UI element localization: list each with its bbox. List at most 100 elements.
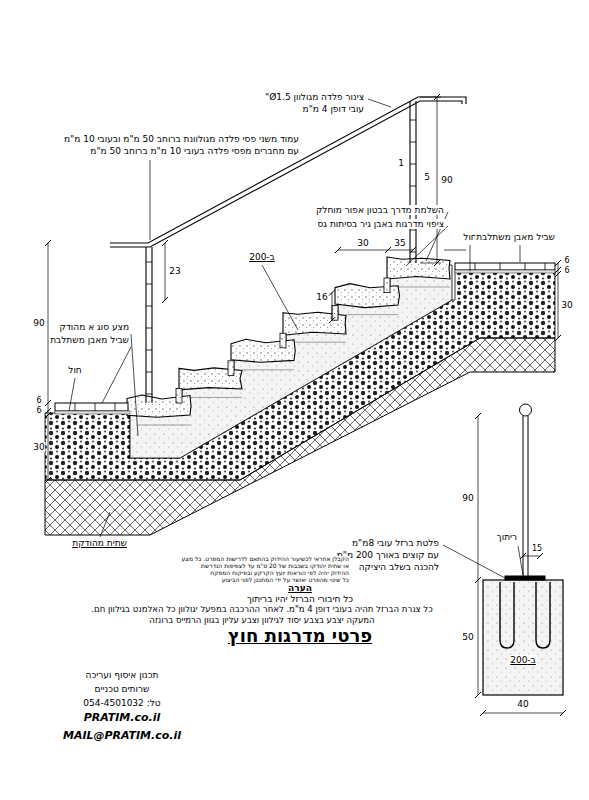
stone-cladding-part bbox=[332, 306, 338, 321]
stair-concrete-part bbox=[130, 265, 452, 458]
footing-part bbox=[520, 404, 532, 416]
post-connectors-part bbox=[146, 372, 152, 373]
dimension-lines-part bbox=[332, 293, 333, 321]
dimension-lines-part bbox=[483, 713, 563, 714]
dimension-label: 23 bbox=[168, 266, 181, 276]
post-connectors-part bbox=[410, 186, 416, 187]
callout-label: עמוד משני פסי פלדה מגולוונת ברוחב 50 מ"מ… bbox=[63, 134, 300, 144]
dimension-lines-part bbox=[478, 416, 479, 580]
dimension-lines-part bbox=[475, 413, 481, 419]
dimension-lines-part bbox=[48, 415, 49, 480]
dimension-lines-part bbox=[162, 297, 168, 303]
stone-cladding-part bbox=[387, 257, 450, 279]
leader-lines-part bbox=[443, 545, 505, 578]
dimension-lines-part bbox=[555, 335, 561, 341]
dimension-lines-part bbox=[537, 553, 543, 559]
callout-label: צינור פלדה מגולוון Ø1.5" bbox=[264, 92, 365, 102]
post-connectors-part bbox=[410, 120, 416, 121]
dimension-lines-part bbox=[45, 400, 51, 406]
compacted-subgrade-part bbox=[45, 338, 555, 535]
leader-lines-part bbox=[406, 226, 448, 266]
callout-label: שרותים טכניים bbox=[94, 684, 151, 694]
callout-label: עם מחברים מפסי פלדה בעובי 10 מ"מ ברוחב 5… bbox=[89, 146, 300, 156]
dimension-lines-part bbox=[165, 243, 166, 300]
post-connectors-part bbox=[146, 350, 152, 351]
callout-label: עובי דופן 4 מ"מ bbox=[302, 104, 365, 114]
callout-label: הערה bbox=[287, 583, 313, 593]
leader-lines-part bbox=[470, 245, 471, 271]
stair-concrete-part bbox=[242, 369, 294, 370]
compacted-subgrade bbox=[45, 338, 555, 535]
dimension-label: 90 bbox=[440, 175, 453, 185]
dimension-label: 35 bbox=[393, 238, 406, 248]
railing-part bbox=[110, 101, 462, 247]
dimension-label: 5 bbox=[423, 172, 431, 182]
post-connectors-part bbox=[146, 328, 152, 329]
callout-label: שתית מהודקת bbox=[71, 538, 128, 548]
leader-lines-part bbox=[420, 97, 466, 263]
callout-label: השלמת מדרך בבטון אפור מוחלק bbox=[315, 205, 445, 215]
stone-cladding-part bbox=[280, 333, 286, 348]
post-connectors-part bbox=[410, 142, 416, 143]
callout-label: ההידוק יהיה לפי הוראות יועץ הקרקע ובפיקו… bbox=[209, 570, 350, 577]
dimension-label: 30 bbox=[560, 300, 573, 310]
railing-part bbox=[146, 247, 152, 403]
paving-stones-part bbox=[55, 411, 130, 414]
callout-label: או שתית יהודקו בשכבות של 20 ס"מ עד לצפיפ… bbox=[200, 563, 350, 570]
dimension-label: 90 bbox=[461, 493, 474, 503]
stone-cladding-part bbox=[176, 388, 182, 403]
footing-part bbox=[505, 576, 545, 580]
stair-concrete-part bbox=[138, 425, 190, 426]
dimension-lines-part bbox=[555, 271, 561, 277]
stone-cladding-part bbox=[228, 361, 234, 376]
dimension-label: 30 bbox=[356, 238, 369, 248]
paving-stones-part bbox=[55, 403, 128, 411]
drawing-title: פרטי מדרגות חוץ bbox=[227, 626, 373, 647]
paving-stones-part bbox=[75, 403, 115, 411]
dimension-lines-part bbox=[45, 477, 51, 483]
dimension-lines-part bbox=[475, 577, 481, 583]
stair-concrete-part bbox=[398, 287, 450, 288]
post-connectors-part bbox=[146, 262, 152, 263]
dimension-lines-part bbox=[45, 412, 51, 418]
callout-label: המעקה יצבע בצבע יסוד לגילוון וצבע עליון … bbox=[148, 616, 375, 626]
dimension-label: 15 bbox=[531, 544, 543, 553]
dimension-lines-part bbox=[558, 274, 559, 338]
dimension-label: 16 bbox=[315, 292, 328, 302]
dimension-lines-part bbox=[410, 247, 416, 253]
footing-part bbox=[483, 580, 563, 695]
post-connectors-part bbox=[410, 230, 416, 231]
callout-label: ציפוי מדרגות באבן גיר בסיתות גס bbox=[317, 219, 446, 229]
leader-lines-part bbox=[262, 265, 298, 330]
callout-label: טל: 054-4501032 bbox=[82, 698, 161, 708]
dimension-lines-part bbox=[45, 240, 51, 246]
railing-part bbox=[410, 101, 416, 263]
dimension-label: 90 bbox=[32, 318, 45, 328]
leader-lines-part bbox=[518, 546, 523, 575]
callout-label: כל חיבורי הברזל יהיו בריתוך bbox=[246, 594, 354, 604]
leader-lines-part bbox=[131, 334, 138, 436]
footing-part bbox=[536, 582, 550, 648]
callout-label: ריתוך bbox=[496, 532, 518, 542]
dimension-lines-part bbox=[475, 577, 481, 583]
dimension-lines-part bbox=[45, 400, 51, 406]
post-connectors-part bbox=[410, 164, 416, 165]
footing-part bbox=[500, 582, 514, 648]
callout-label: כל צנרת הברזל תהיה בעובי דופן 4 מ"מ. לאח… bbox=[90, 605, 433, 615]
dimension-lines-part bbox=[385, 247, 391, 253]
stair-concrete bbox=[130, 265, 452, 458]
callout-label: חול bbox=[67, 365, 82, 375]
callout-label: תכנון איסוף ועריכה bbox=[85, 670, 160, 680]
dimension-lines-part bbox=[520, 553, 526, 559]
dimension-lines-part bbox=[478, 580, 479, 695]
post-connectors-part bbox=[146, 284, 152, 285]
footing-part bbox=[523, 416, 528, 576]
dimension-lines-part bbox=[388, 250, 413, 251]
dimension-lines-part bbox=[523, 556, 540, 557]
leader-lines-part bbox=[102, 347, 131, 403]
dimension-label: 50 bbox=[461, 632, 474, 642]
dimension-lines-part bbox=[48, 403, 49, 411]
dimension-label: 1 bbox=[397, 158, 405, 168]
dimension-lines-part bbox=[560, 710, 566, 716]
